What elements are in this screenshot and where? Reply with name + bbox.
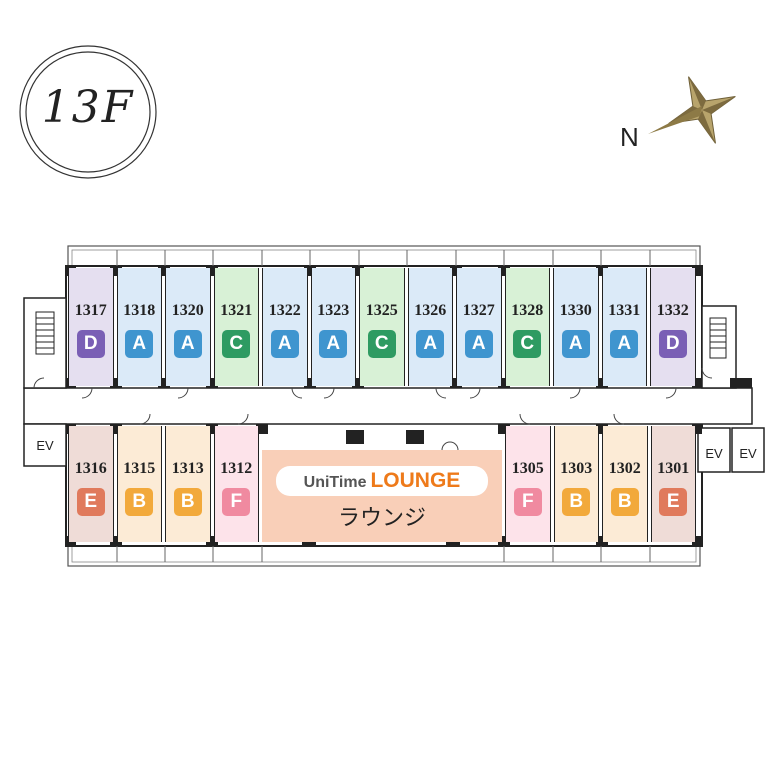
room-type-badge: B bbox=[125, 488, 154, 516]
room-number: 1315 bbox=[123, 460, 156, 477]
room-type-badge: E bbox=[76, 488, 105, 516]
room-number: 1326 bbox=[414, 302, 447, 319]
room-type-badge: A bbox=[270, 330, 299, 358]
room-type-badge: B bbox=[173, 488, 202, 516]
room-type-badge: F bbox=[513, 488, 542, 516]
room-number: 1317 bbox=[74, 302, 107, 319]
compass-star-icon bbox=[648, 76, 736, 144]
room-type-badge: F bbox=[222, 488, 251, 516]
room-number: 1301 bbox=[657, 460, 690, 477]
room-number: 1332 bbox=[656, 302, 689, 319]
room-type-badge: A bbox=[125, 330, 154, 358]
floor-badge-rings bbox=[19, 45, 157, 179]
room-number: 1328 bbox=[511, 302, 544, 319]
room-number: 1302 bbox=[608, 460, 641, 477]
lounge-subtitle: ラウンジ bbox=[337, 506, 426, 531]
floor-badge: 13F bbox=[14, 42, 162, 182]
room-number: 1312 bbox=[220, 460, 253, 477]
room-type-badge: D bbox=[658, 330, 687, 358]
room-number: 1331 bbox=[608, 302, 641, 319]
room-number: 1316 bbox=[74, 460, 107, 477]
elevator-east-1-label: EV bbox=[705, 446, 723, 461]
room-number: 1323 bbox=[317, 302, 350, 319]
room-type-badge: B bbox=[562, 488, 591, 516]
room-type-badge: D bbox=[76, 330, 105, 358]
room-type-badge: B bbox=[610, 488, 639, 516]
room-number: 1305 bbox=[511, 460, 544, 477]
room-number: 1318 bbox=[123, 302, 156, 319]
room-type-badge: A bbox=[319, 330, 348, 358]
room-number: 1321 bbox=[220, 302, 253, 319]
room-number: 1313 bbox=[171, 460, 204, 477]
room-type-badge: A bbox=[610, 330, 639, 358]
room-type-badge: A bbox=[416, 330, 445, 358]
room-number: 1303 bbox=[560, 460, 593, 477]
room-number: 1322 bbox=[268, 302, 301, 319]
lounge-title: LOUNGE bbox=[370, 469, 461, 492]
lounge-brand-name: UniTime bbox=[303, 474, 367, 491]
compass-north-label: N bbox=[620, 122, 639, 152]
room-number: 1330 bbox=[559, 302, 592, 319]
elevator-east-2-label: EV bbox=[739, 446, 757, 461]
room-type-badge: A bbox=[173, 330, 202, 358]
room-type-badge: E bbox=[659, 488, 688, 516]
room-type-badge: C bbox=[367, 330, 396, 358]
room-type-badge: C bbox=[222, 330, 251, 358]
room-number: 1320 bbox=[171, 302, 204, 319]
room-number: 1327 bbox=[462, 302, 495, 319]
elevator-west-label: EV bbox=[36, 438, 54, 453]
room-type-badge: A bbox=[464, 330, 493, 358]
room-type-badge: A bbox=[561, 330, 590, 358]
room-number: 1325 bbox=[365, 302, 398, 319]
floor-label: 13F bbox=[41, 82, 135, 133]
room-type-badge: C bbox=[513, 330, 542, 358]
